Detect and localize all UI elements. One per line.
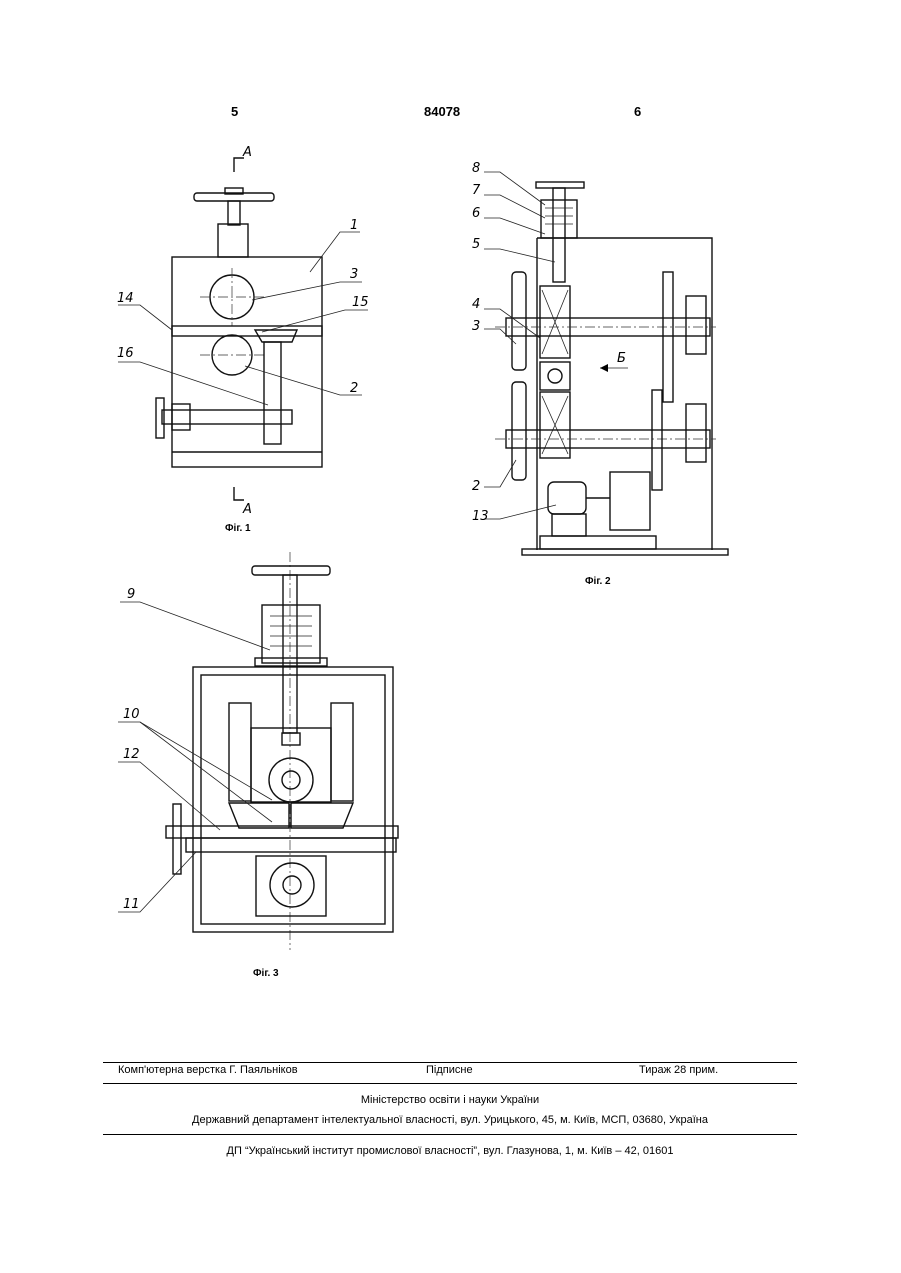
roller-upper [686,296,706,354]
fig2-label-13: 13 [472,509,489,524]
section-mark-top [234,158,244,172]
fig3-handwheel [252,566,330,575]
fig2-view-mark: Б [617,351,626,366]
fig2-handwheel [536,182,584,188]
figure-3: 9 10 12 11 Фіг. 3 [118,552,398,979]
strip [172,326,322,336]
department-line: Державний департамент інтелектуальної вл… [103,1114,797,1126]
fig2-label-3: 3 [472,319,480,334]
guide-left [229,703,251,801]
fig2-caption: Фіг. 2 [585,576,611,587]
housing [537,238,712,550]
fig3-spring-housing [262,605,320,663]
footer-rule-1 [103,1062,797,1063]
fig3-frame [193,667,393,932]
institute-line: ДП “Український інститут промислової вла… [103,1145,797,1157]
body [172,257,322,467]
fig2-label-7: 7 [472,183,481,198]
knife-right [291,803,353,828]
signed-note: Підписне [426,1064,473,1076]
motor [548,482,586,514]
fig1-caption: Фіг. 1 [225,523,251,534]
fig3-roller [269,758,313,802]
figure-1: А А 1 3 14 15 16 [117,145,369,534]
fig2-label-2: 2 [472,479,480,494]
guide-right [331,703,353,801]
footer-rule-3 [103,1134,797,1135]
fig3-label-9: 9 [127,587,135,602]
fig2-screw [553,188,565,282]
lever [264,342,281,444]
ministry-line: Міністерство освіти і науки України [103,1094,797,1106]
fig1-label-3: 3 [350,267,358,282]
circulation-note: Тираж 28 прим. [639,1064,718,1076]
fig3-handle [173,804,181,874]
fig3-caption: Фіг. 3 [253,968,279,979]
section-mark-bottom [234,487,244,500]
knife-left [229,803,289,828]
lower-shaft [162,410,292,424]
fig3-label-10: 10 [123,707,140,722]
footer-rule-2 [103,1083,797,1084]
typesetting-credit: Комп'ютерна верстка Г. Паяльніков [118,1064,298,1076]
fig1-label-2: 2 [350,381,358,396]
base-plate [522,549,728,555]
fig3-label-11: 11 [123,897,140,912]
fig2-label-8: 8 [472,161,480,176]
pulley-upper [512,272,526,370]
fig1-label-15: 15 [352,295,369,310]
roller-lower [686,404,706,462]
fig1-label-16: 16 [117,346,134,361]
fig2-label-6: 6 [472,206,480,221]
fig1-label-14: 14 [117,291,134,306]
pulley-lower [512,382,526,480]
section-label-top: А [242,145,252,160]
gear-upper [663,272,673,402]
fig3-label-12: 12 [123,747,140,762]
spring-cup [541,200,577,238]
figure-2: Б 8 7 6 5 4 3 2 13 Фіг. 2 [472,161,728,587]
fig2-label-5: 5 [472,237,480,252]
screw-housing [218,224,248,257]
fig1-label-1: 1 [350,218,358,233]
gear-lower [652,390,662,490]
section-label-bottom: А [242,502,252,517]
reducer [610,472,650,530]
stem [228,201,240,225]
fig2-label-4: 4 [472,297,480,312]
slider [251,728,331,802]
